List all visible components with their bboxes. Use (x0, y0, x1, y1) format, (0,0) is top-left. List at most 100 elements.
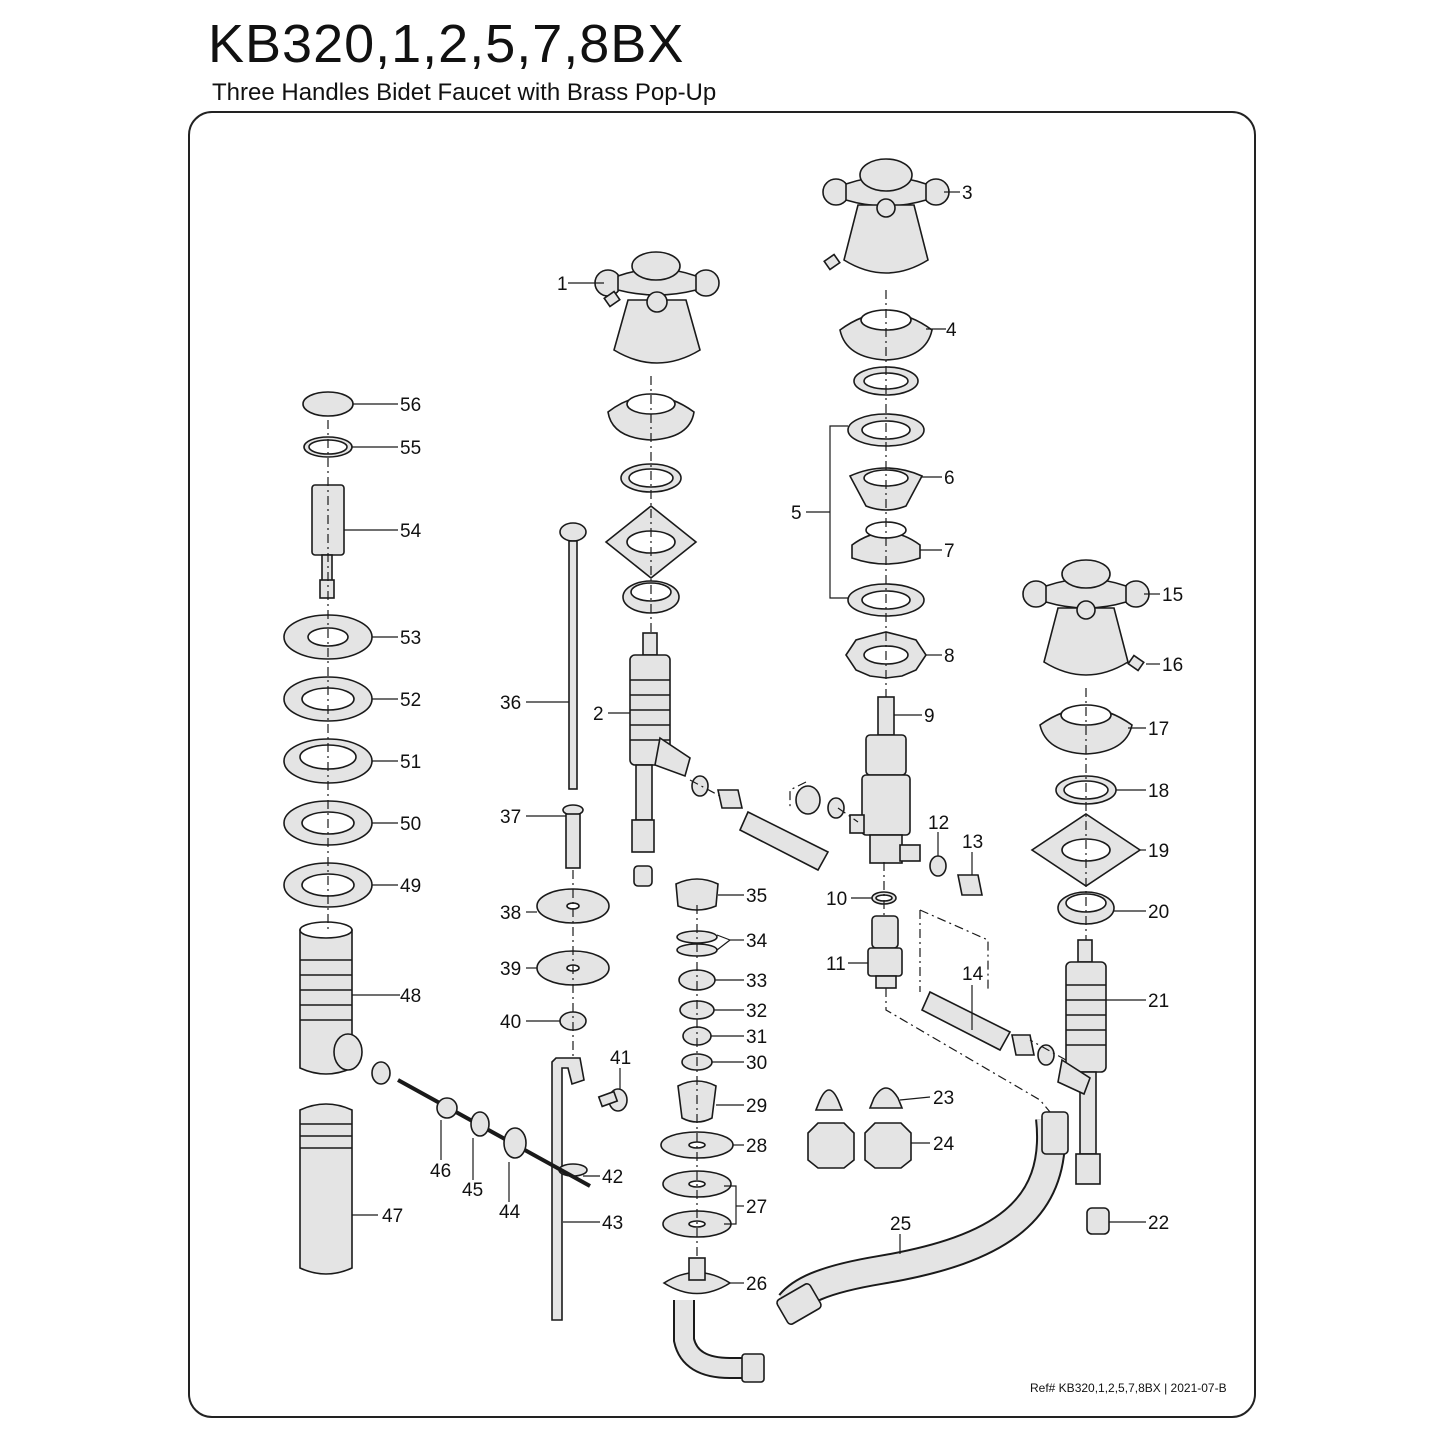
diagram-subtitle: Three Handles Bidet Faucet with Brass Po… (212, 79, 717, 106)
ball-46 (436, 1097, 458, 1119)
callout-20: 20 (1148, 902, 1169, 923)
callout-21: 21 (1148, 991, 1169, 1012)
small-washer-left (691, 775, 709, 797)
callout-7: 7 (944, 541, 955, 562)
callout-53: 53 (400, 628, 421, 649)
callout-16: 16 (1162, 655, 1183, 676)
callout-3: 3 (962, 183, 973, 204)
callout-38: 38 (500, 903, 521, 924)
callout-22: 22 (1148, 1213, 1169, 1234)
callout-10: 10 (826, 889, 847, 910)
callout-40: 40 (500, 1012, 521, 1033)
callout-56: 56 (400, 395, 421, 416)
callout-42: 42 (602, 1167, 623, 1188)
stopper-56 (302, 391, 354, 417)
nut-24a (807, 1122, 855, 1169)
tube-14 (920, 990, 1012, 1052)
diagram-frame (188, 111, 1256, 1418)
callout-6: 6 (944, 468, 955, 489)
callout-41: 41 (610, 1048, 631, 1069)
cold-valve-drawing (1057, 939, 1107, 1185)
callout-35: 35 (746, 886, 767, 907)
callout-15: 15 (1162, 585, 1183, 606)
callout-19: 19 (1148, 841, 1169, 862)
hose-fitting-bottom (776, 1283, 822, 1325)
callout-46: 46 (430, 1161, 451, 1182)
callout-2: 2 (593, 704, 604, 725)
hot-valve-drawing (629, 632, 691, 887)
housing-35 (675, 878, 719, 911)
callout-labels: 1 2 3 4 5 6 7 8 9 10 11 12 13 14 15 16 1… (382, 183, 1183, 1295)
set-screw-1 (603, 290, 621, 308)
hot-handle-drawing (594, 251, 720, 364)
reference-number: Ref# KB320,1,2,5,7,8BX | 2021-07-B (1030, 1381, 1227, 1395)
assembly-lines (327, 290, 1087, 1258)
adapter-11 (871, 915, 899, 949)
tube-left (738, 810, 830, 872)
cold-handle-drawing (1022, 559, 1150, 676)
callout-9: 9 (924, 706, 935, 727)
leader-lines (344, 191, 1160, 1284)
set-screw-16 (1127, 654, 1145, 672)
center-handle-drawing (822, 158, 950, 274)
washer-12 (929, 855, 947, 877)
callout-36: 36 (500, 693, 521, 714)
callout-30: 30 (746, 1053, 767, 1074)
callout-48: 48 (400, 986, 421, 1007)
callout-44: 44 (499, 1202, 521, 1223)
callout-13: 13 (962, 832, 983, 853)
callout-4: 4 (946, 320, 957, 341)
callout-37: 37 (500, 807, 521, 828)
rod-36 (568, 540, 578, 790)
callout-25: 25 (890, 1214, 911, 1235)
nut-left (717, 789, 743, 809)
callout-26: 26 (746, 1274, 767, 1295)
callout-31: 31 (746, 1027, 767, 1048)
callout-43: 43 (602, 1213, 623, 1234)
callout-32: 32 (746, 1001, 767, 1022)
callout-23: 23 (933, 1088, 954, 1109)
callout-14: 14 (962, 964, 984, 985)
callout-55: 55 (400, 438, 421, 459)
callout-18: 18 (1148, 781, 1169, 802)
hose-fitting-top (1041, 1111, 1069, 1155)
callout-11: 11 (826, 954, 846, 975)
nut-24b (864, 1122, 912, 1169)
nut-13 (957, 874, 983, 896)
callout-52: 52 (400, 690, 421, 711)
callout-33: 33 (746, 971, 767, 992)
knob-36 (559, 522, 587, 542)
callout-12: 12 (928, 813, 949, 834)
sleeve-23a (814, 1089, 844, 1111)
drain-port (333, 1033, 363, 1071)
callout-27: 27 (746, 1197, 767, 1218)
callout-1: 1 (557, 274, 568, 295)
callout-24: 24 (933, 1134, 955, 1155)
callout-51: 51 (400, 752, 421, 773)
callout-47: 47 (382, 1206, 403, 1227)
tailpiece-47 (299, 1103, 353, 1275)
strap-43 (551, 1057, 585, 1321)
washer-45 (470, 1111, 490, 1137)
callout-8: 8 (944, 646, 955, 667)
washer-port (371, 1061, 391, 1085)
cap-22 (1086, 1207, 1110, 1235)
set-screw-3 (823, 253, 841, 271)
callout-28: 28 (746, 1136, 767, 1157)
center-valve-drawing (849, 696, 921, 864)
callout-49: 49 (400, 876, 421, 897)
sleeve-23b (868, 1087, 904, 1109)
callout-29: 29 (746, 1096, 767, 1117)
callout-34: 34 (746, 931, 768, 952)
callout-45: 45 (462, 1180, 483, 1201)
callout-5: 5 (791, 503, 802, 524)
callout-50: 50 (400, 814, 421, 835)
screw-37 (565, 813, 581, 869)
callout-39: 39 (500, 959, 521, 980)
fitting-left (795, 785, 821, 815)
diagram-title: KB320,1,2,5,7,8BX (208, 14, 685, 74)
callout-54: 54 (400, 521, 422, 542)
nut-44 (503, 1127, 527, 1159)
callout-17: 17 (1148, 719, 1169, 740)
